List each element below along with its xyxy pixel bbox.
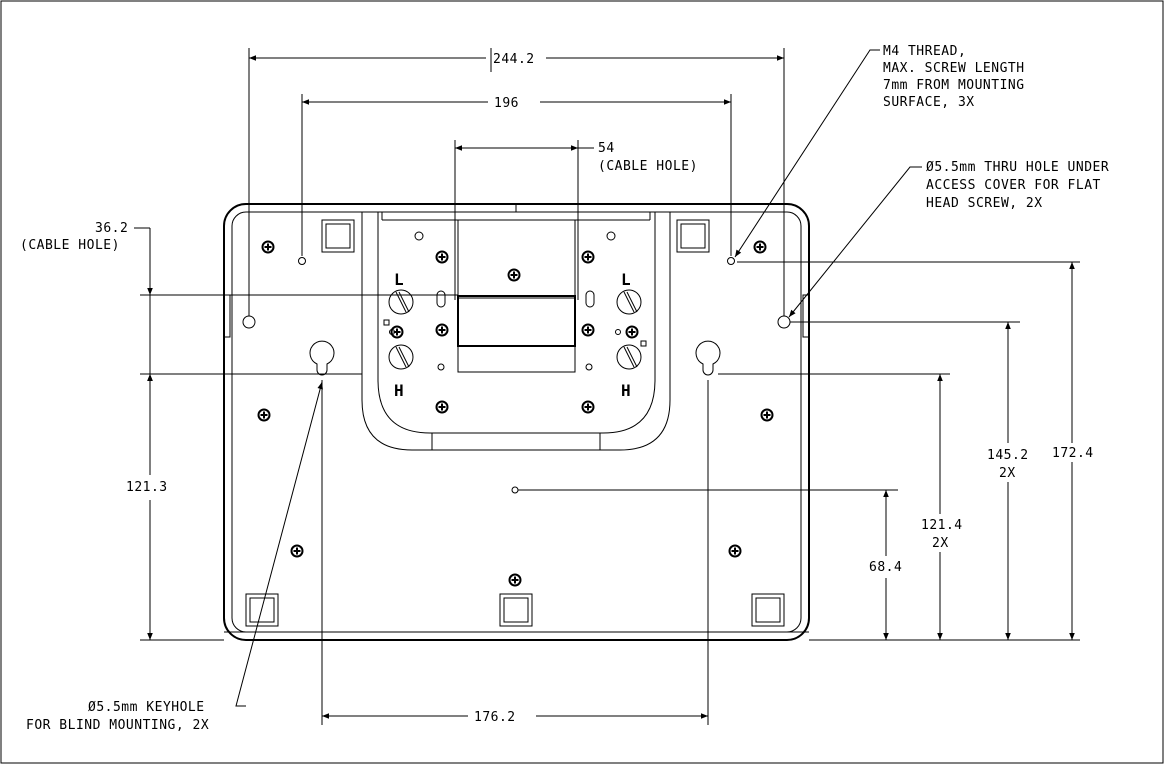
thru-hole-right bbox=[777, 315, 791, 329]
screw-icon bbox=[581, 323, 595, 337]
note-thru-line-3: HEAD SCREW, 2X bbox=[926, 196, 1043, 211]
dim-cable-hole-width-note: (CABLE HOLE) bbox=[598, 159, 698, 174]
dim-mount-width: 196 bbox=[494, 96, 519, 111]
dim-center-height: 68.4 bbox=[869, 560, 902, 575]
monitor-back-outline bbox=[223, 203, 810, 641]
screw-icon bbox=[390, 325, 404, 339]
dim-cable-hole-height-note: (CABLE HOLE) bbox=[20, 238, 120, 253]
screw-icon bbox=[435, 400, 449, 414]
note-m4-line-4: SURFACE, 3X bbox=[883, 95, 975, 110]
screw-icon bbox=[435, 323, 449, 337]
screw-icon bbox=[581, 400, 595, 414]
dim-keyhole-spacing: 176.2 bbox=[474, 710, 516, 725]
m4-thread-hole-right bbox=[727, 257, 735, 265]
screw-icon bbox=[753, 240, 767, 254]
dim-thru-hole-height-qty: 2X bbox=[999, 466, 1016, 481]
screw-icon bbox=[728, 544, 742, 558]
note-m4-line-1: M4 THREAD, bbox=[883, 44, 966, 59]
dim-cable-hole-width: 54 bbox=[598, 141, 615, 156]
dim-keyhole-height-right: 121.4 bbox=[921, 518, 963, 533]
screw-icon bbox=[261, 240, 275, 254]
extension-lines bbox=[140, 48, 1080, 725]
dim-cable-hole-height: 36.2 bbox=[95, 221, 128, 236]
m4-thread-hole-left bbox=[298, 257, 306, 265]
screw-icon bbox=[435, 250, 449, 264]
note-m4-line-3: 7mm FROM MOUNTING bbox=[883, 78, 1025, 93]
screw-icon bbox=[508, 573, 522, 587]
dim-thread-height: 172.4 bbox=[1052, 446, 1094, 461]
note-thru-hole: Ø5.5mm THRU HOLE UNDER ACCESS COVER FOR … bbox=[926, 160, 1109, 211]
foot-pads bbox=[245, 219, 785, 627]
screw-icon bbox=[625, 325, 639, 339]
note-thru-line-2: ACCESS COVER FOR FLAT bbox=[926, 178, 1101, 193]
dim-keyhole-height: 121.3 bbox=[126, 480, 168, 495]
note-keyhole-line-2: FOR BLIND MOUNTING, 2X bbox=[26, 718, 209, 733]
center-thread-hole bbox=[511, 486, 519, 494]
screw-icon bbox=[290, 544, 304, 558]
dim-overall-width: 244.2 bbox=[493, 52, 535, 67]
dim-keyhole-height-right-qty: 2X bbox=[932, 536, 949, 551]
stand-letter-h-left: H bbox=[394, 381, 404, 400]
note-m4-thread: M4 THREAD, MAX. SCREW LENGTH 7mm FROM MO… bbox=[883, 44, 1025, 110]
stand-letter-l-left: L bbox=[394, 270, 404, 289]
dim-thru-hole-height: 145.2 bbox=[987, 448, 1029, 463]
dimension-arrows bbox=[134, 55, 1075, 719]
stand-letter-l-right: L bbox=[621, 270, 631, 289]
stand-letter-h-right: H bbox=[621, 381, 631, 400]
screw-icon bbox=[507, 268, 521, 282]
screws bbox=[257, 240, 774, 587]
thru-hole-left bbox=[242, 315, 256, 329]
note-keyhole: Ø5.5mm KEYHOLE FOR BLIND MOUNTING, 2X bbox=[26, 700, 209, 733]
keyhole-left bbox=[309, 340, 335, 376]
note-thru-line-1: Ø5.5mm THRU HOLE UNDER bbox=[926, 160, 1109, 175]
adjustment-knobs bbox=[383, 289, 647, 370]
note-m4-line-2: MAX. SCREW LENGTH bbox=[883, 61, 1025, 76]
keyhole-right bbox=[695, 340, 721, 376]
keyholes bbox=[309, 340, 721, 376]
screw-icon bbox=[257, 408, 271, 422]
stand-bracket bbox=[361, 212, 671, 451]
leader-lines bbox=[235, 49, 922, 707]
note-keyhole-line-1: Ø5.5mm KEYHOLE bbox=[88, 700, 205, 715]
screw-icon bbox=[581, 250, 595, 264]
screw-icon bbox=[760, 408, 774, 422]
